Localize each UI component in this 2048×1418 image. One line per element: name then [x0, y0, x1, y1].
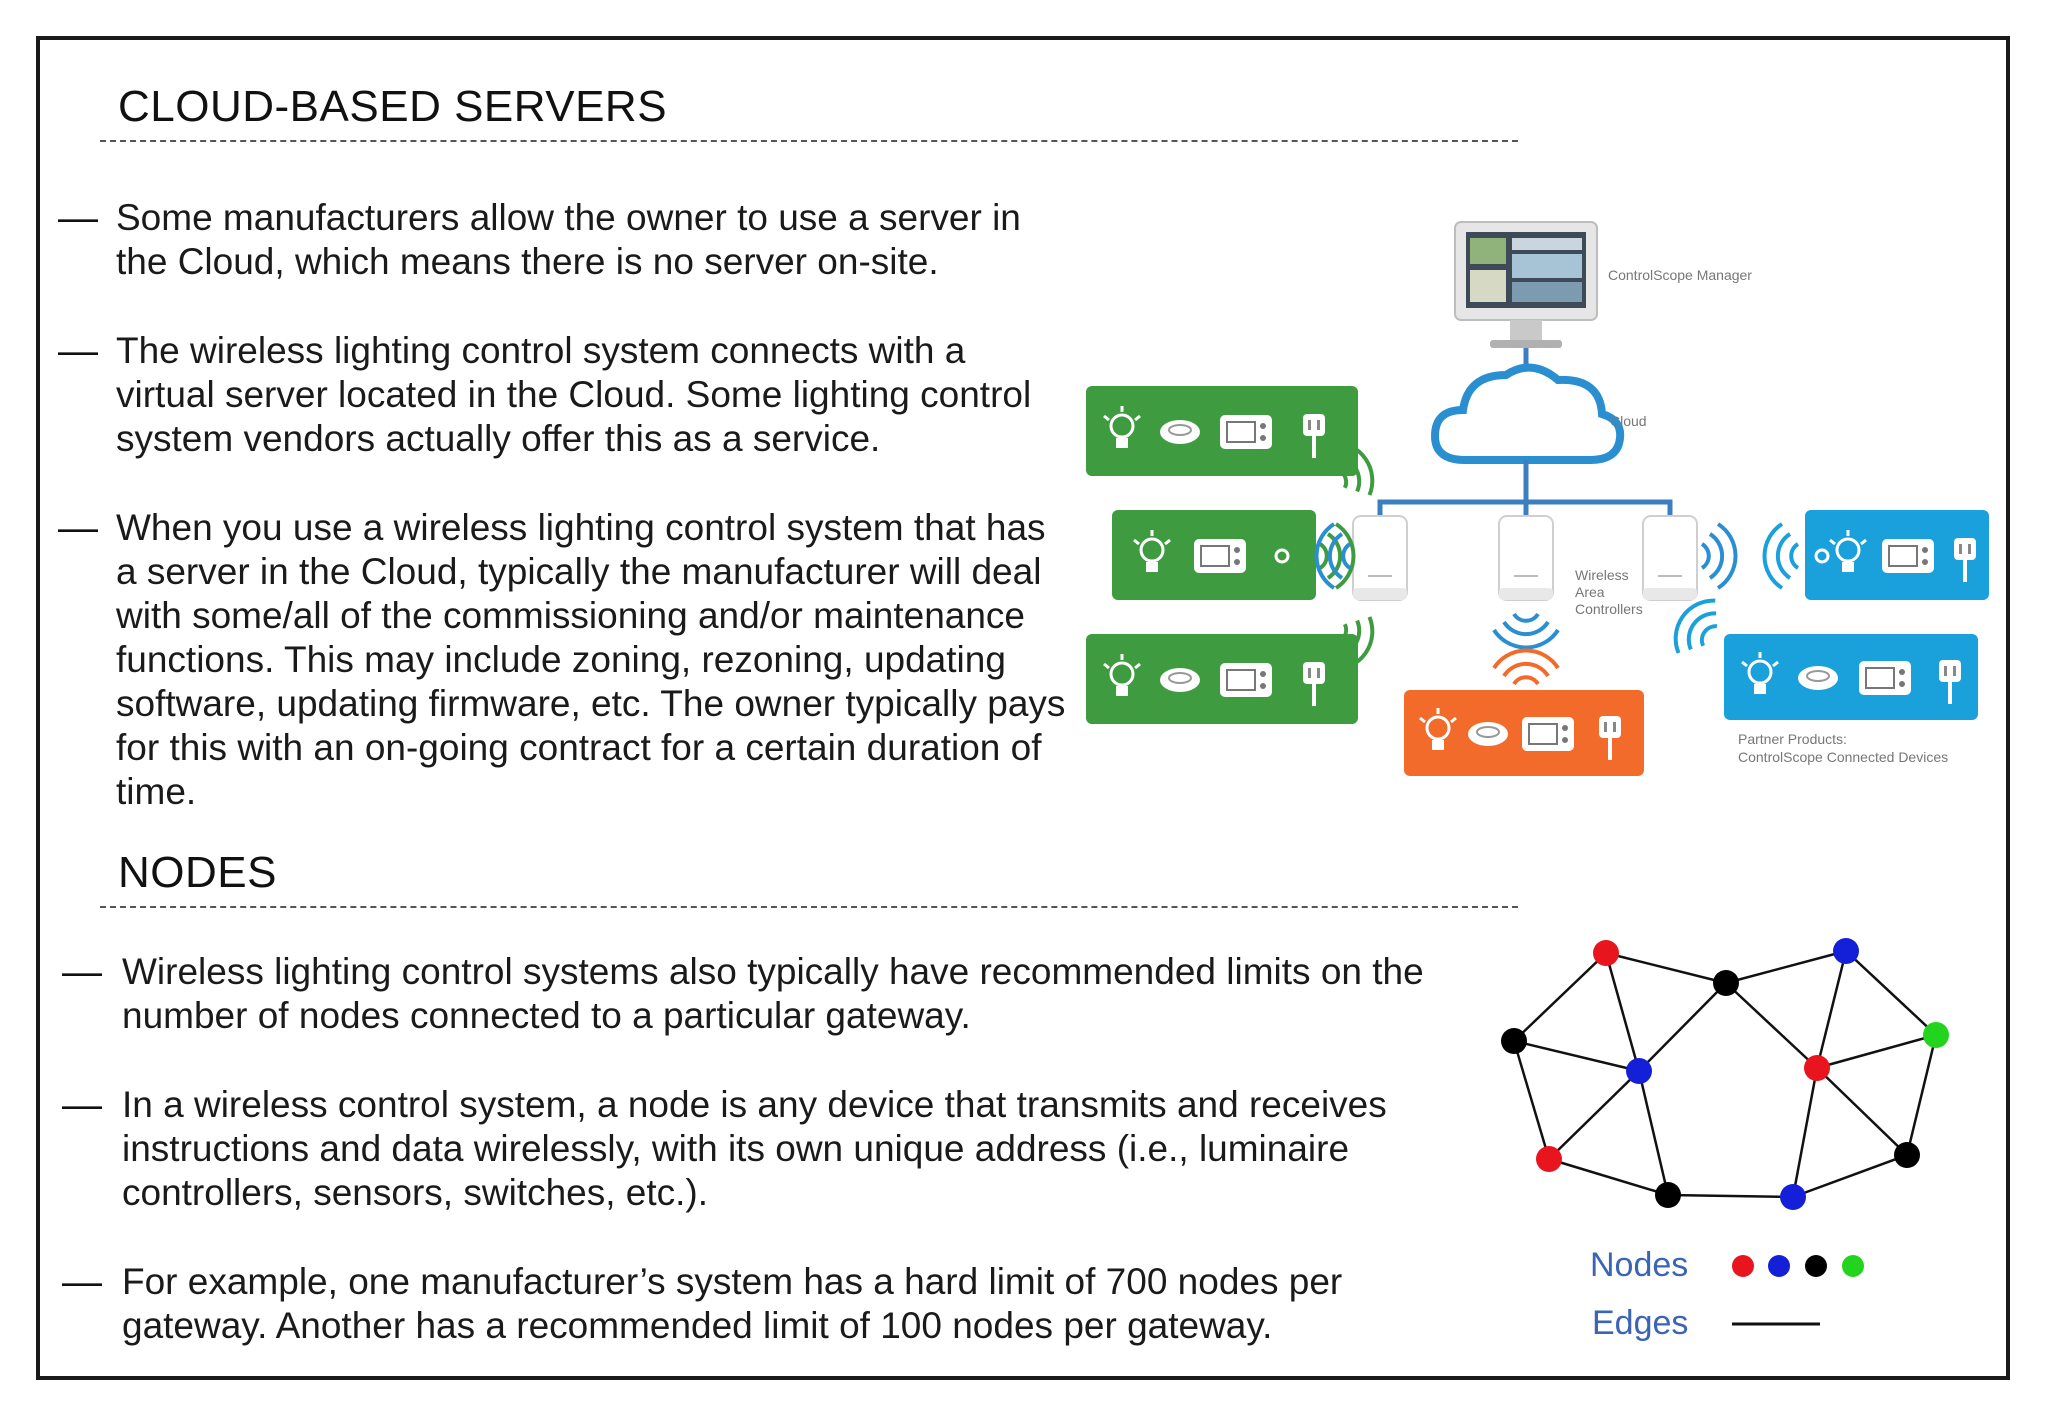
graph-node — [1593, 940, 1619, 966]
slide-frame — [36, 36, 2010, 1380]
nodes-bullet-3: — For example, one manufacturer’s system… — [62, 1260, 1462, 1348]
cloud-bullet-1: — Some manufacturers allow the owner to … — [58, 196, 1088, 284]
graph-node — [1894, 1142, 1920, 1168]
cloud-icon — [1430, 363, 1625, 464]
controllers-label-line1: Wireless — [1575, 567, 1629, 583]
bullet-line: The wireless lighting control system con… — [116, 330, 966, 371]
nodes-bullet-1: — Wireless lighting control systems also… — [62, 950, 1462, 1038]
graph-node — [1536, 1146, 1562, 1172]
blue-device-panel-bottom — [1724, 634, 1978, 720]
bullet-dash: — — [58, 196, 98, 240]
bullet-line: system vendors actually offer this as a … — [116, 418, 881, 459]
legend-nodes-label: Nodes — [1590, 1246, 1688, 1284]
wifi-signal-icon — [1492, 612, 1560, 650]
bullet-line: gateway. Another has a recommended limit… — [122, 1305, 1273, 1346]
section-title-cloud: CLOUD-BASED SERVERS — [118, 82, 668, 131]
controllers-label-line2: Area — [1575, 584, 1605, 600]
section-title-nodes: NODES — [118, 848, 277, 897]
partner-label-line1: Partner Products: — [1738, 731, 1847, 747]
bullet-line: number of nodes connected to a particula… — [122, 995, 971, 1036]
wireless-area-controller-left — [1352, 515, 1408, 601]
controllers-label-line3: Controllers — [1575, 601, 1643, 617]
bullet-line: a server in the Cloud, typically the man… — [116, 551, 1042, 592]
legend-node-swatch-black — [1805, 1255, 1827, 1277]
graph-node — [1833, 938, 1859, 964]
graph-node — [1804, 1055, 1830, 1081]
bullet-dash: — — [62, 950, 102, 994]
manager-label: ControlScope Manager — [1608, 267, 1752, 283]
graph-edges — [1512, 949, 1938, 1199]
wifi-signal-icon — [1492, 648, 1560, 686]
legend-node-swatch-green — [1842, 1255, 1864, 1277]
graph-node — [1655, 1182, 1681, 1208]
bullet-line: functions. This may include zoning, rezo… — [116, 639, 1006, 680]
bullet-line: In a wireless control system, a node is … — [122, 1084, 1387, 1125]
section-divider-nodes — [100, 906, 1518, 908]
bullet-line: When you use a wireless lighting control… — [116, 507, 1046, 548]
bullet-line: For example, one manufacturer’s system h… — [122, 1261, 1343, 1302]
bullet-line: time. — [116, 771, 197, 812]
bullet-line: Some manufacturers allow the owner to us… — [116, 197, 1021, 238]
graph-node — [1780, 1184, 1806, 1210]
monitor-icon — [1454, 221, 1598, 348]
bullet-dash: — — [62, 1083, 102, 1127]
legend-edges-label: Edges — [1592, 1304, 1688, 1342]
graph-node — [1713, 970, 1739, 996]
bullet-line: for this with an on-going contract for a… — [116, 727, 1042, 768]
partner-label-line2: ControlScope Connected Devices — [1738, 749, 1948, 765]
bullet-line: controllers, sensors, switches, etc.). — [122, 1172, 709, 1213]
wifi-signal-icon — [1762, 522, 1800, 590]
bullet-line: with some/all of the commissioning and/o… — [116, 595, 1026, 636]
cloud-bullet-3: — When you use a wireless lighting contr… — [58, 506, 1088, 814]
bullet-dash: — — [62, 1260, 102, 1304]
cloud-bullet-2: — The wireless lighting control system c… — [58, 329, 1088, 461]
green-device-panel-top — [1086, 386, 1358, 476]
wireless-area-controller-right — [1642, 515, 1698, 601]
green-device-panel-middle — [1112, 510, 1316, 600]
orange-device-panel — [1404, 690, 1644, 776]
graph-node — [1626, 1058, 1652, 1084]
wifi-signal-icon — [1700, 522, 1738, 590]
wifi-signal-icon — [1662, 588, 1731, 665]
cloud-label: Cloud — [1610, 413, 1647, 429]
legend-node-swatch-red — [1732, 1255, 1754, 1277]
bullet-line: the Cloud, which means there is no serve… — [116, 241, 939, 282]
bullet-line: instructions and data wirelessly, with i… — [122, 1128, 1350, 1169]
bullet-line: virtual server located in the Cloud. Som… — [116, 374, 1032, 415]
graph-node — [1923, 1022, 1949, 1048]
section-divider-cloud — [100, 140, 1518, 142]
bullet-dash: — — [58, 329, 98, 373]
legend-node-swatch-blue — [1768, 1255, 1790, 1277]
bullet-line: software, updating firmware, etc. The ow… — [116, 683, 1066, 724]
cloud-architecture-diagram: ControlScope Manager Cloud Wireless Area… — [1086, 221, 1989, 776]
bullet-dash: — — [58, 506, 98, 550]
node-graph-diagram: Nodes Edges — [1501, 938, 1949, 1342]
green-device-panel-bottom — [1086, 634, 1358, 724]
blue-device-panel-top — [1805, 510, 1989, 600]
nodes-bullet-2: — In a wireless control system, a node i… — [62, 1083, 1462, 1215]
bullet-line: Wireless lighting control systems also t… — [122, 951, 1424, 992]
wireless-area-controller-center — [1498, 515, 1554, 601]
graph-node — [1501, 1028, 1527, 1054]
